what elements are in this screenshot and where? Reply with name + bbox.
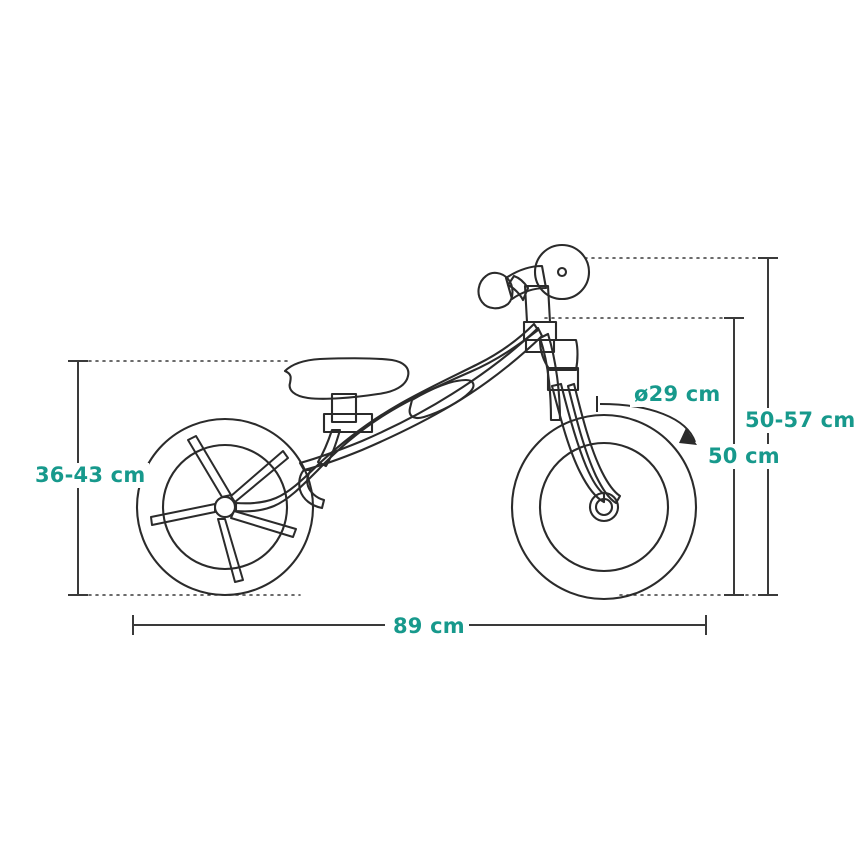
- rear-spoke-1: [187, 435, 232, 498]
- headset-collar-lower: [524, 338, 556, 354]
- dimension-label-total-length: 89 cm: [389, 614, 469, 639]
- rear-spoke-4: [217, 518, 244, 583]
- frame-down-tube: [538, 332, 562, 422]
- rear-tyre-outer: [135, 417, 315, 597]
- dimension-wheel-diameter-arc: [599, 403, 696, 443]
- dimension-wheel-diameter: [596, 396, 697, 445]
- dimension-label-wheel-diameter: ø29 cm: [630, 382, 725, 407]
- rear-spoke-5: [150, 503, 216, 526]
- extension-lines: [81, 257, 771, 596]
- stem: [523, 284, 552, 324]
- seat-post: [330, 392, 358, 424]
- dimension-label-seat-height: 36-43 cm: [31, 463, 150, 488]
- dimension-label-handlebar-height-range: 50-57 cm: [741, 408, 860, 433]
- handlebar-grip: [477, 271, 514, 310]
- rear-wheel: [135, 417, 315, 597]
- handlebar-disc-hub: [556, 266, 568, 278]
- rear-wheel-spokes: [150, 435, 297, 583]
- front-wheel: [510, 413, 698, 601]
- handlebar-disc-outer: [533, 243, 591, 301]
- seat-clamp: [322, 412, 374, 434]
- fork-blade-rear: [566, 382, 622, 505]
- dimension-wheel-diameter-arrowhead: [679, 428, 697, 445]
- dimension-total-length: [132, 615, 707, 635]
- frame-seat-stay: [298, 468, 326, 510]
- dimension-label-handlebar-height-min: 50 cm: [704, 444, 784, 469]
- handlebar-bar: [504, 264, 548, 301]
- front-tyre-inner: [538, 441, 670, 573]
- bike-outline: [135, 243, 698, 601]
- seat-tube: [316, 428, 342, 468]
- fork-blade-front: [550, 382, 606, 504]
- rear-tyre-inner: [161, 443, 289, 571]
- rear-spoke-3: [230, 510, 297, 538]
- frame-cutout: [408, 378, 475, 420]
- front-tyre-outer: [510, 413, 698, 601]
- rear-spoke-2: [230, 450, 289, 503]
- saddle: [283, 357, 410, 400]
- fork-crown: [546, 366, 580, 392]
